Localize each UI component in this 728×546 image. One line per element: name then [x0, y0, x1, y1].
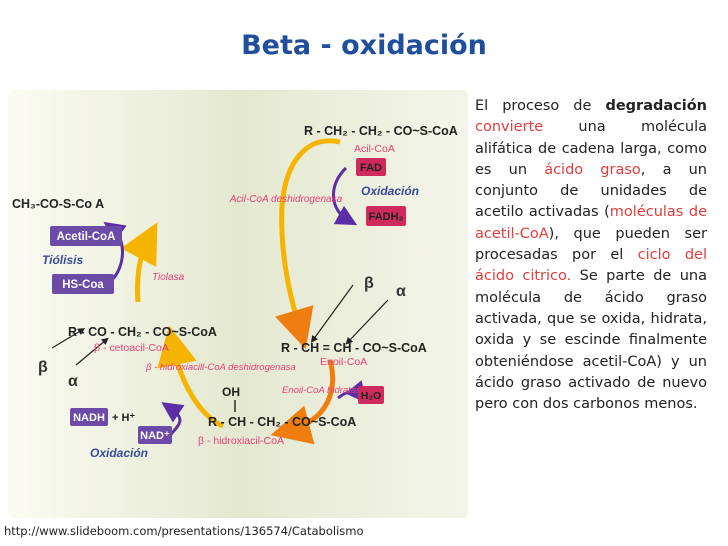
description-run: ácido graso [544, 161, 641, 178]
tiolasa-label: Tiolasa [152, 272, 185, 283]
hs-coa-text: HS-Coa [62, 279, 104, 291]
acyl-coa-label: Acil-CoA [354, 143, 395, 155]
description-run: degradación [605, 98, 707, 114]
description-run: ciclo del ácido citrico. [475, 247, 708, 285]
enoil-hidratasa-label: Enoil-CoA hidratasa [282, 385, 366, 396]
hydroxy-label: β - hidroxiacil-CoA [198, 435, 284, 447]
beta-pointer-left [51, 328, 86, 349]
enoyl-coa-label: Enoil-CoA [320, 356, 367, 368]
arc-fad [332, 166, 358, 226]
alpha-pointer-top [345, 299, 389, 345]
description-run: ), que pueden ser procesadas por el [475, 225, 707, 264]
arrow-dehydrogenation [275, 138, 341, 350]
description-run: una molécula alifática de cadena larga, … [475, 119, 707, 178]
beta-oxidation-diagram: R - CH₂ - CH₂ - CO~S-CoA Acil-CoA CH₃-CO… [8, 90, 468, 518]
fad-box [356, 158, 386, 176]
h2o-text: H₂O [361, 390, 381, 402]
fad-text: FAD [360, 162, 382, 174]
description-paragraph: El proceso de degradación convierte una … [475, 96, 707, 415]
source-url: http://www.slideboom.com/presentations/1… [4, 524, 364, 538]
diagram-background [8, 90, 468, 518]
description-run: El proceso de [475, 98, 606, 114]
h2o-box [358, 386, 384, 404]
slide-title: Beta - oxidación [241, 30, 487, 61]
oxidacion-top: Oxidación [361, 184, 419, 198]
ketoacyl-formula: R - CO - CH₂ - CO~S-CoA [68, 325, 217, 339]
acyl-dehydrogenase-label: Acil-CoA deshidrogenasa [229, 194, 343, 205]
hplus-text: + H⁺ [112, 412, 135, 424]
alpha-symbol-top: α [396, 283, 406, 300]
arrow-hydroxy-oxidation [157, 325, 225, 429]
alpha-symbol-left: α [68, 373, 78, 390]
tiolisis-label: Tiólisis [42, 253, 83, 267]
description-run: convierte [475, 119, 544, 136]
ketoacyl-label: β - cetoacil-CoA [94, 342, 169, 354]
oxidacion-bottom: Oxidación [90, 446, 148, 460]
nad-box [138, 426, 172, 444]
nadh-box [70, 408, 108, 426]
nadh-text: NADH [73, 412, 105, 424]
beta-symbol-left: β [38, 359, 48, 376]
acetyl-coa-formula: CH₃-CO-S-Co A [12, 197, 104, 211]
enoyl-coa-formula: R - CH = CH - CO~S-CoA [281, 341, 427, 355]
beta-symbol-top: β [364, 275, 374, 292]
acyl-coa-formula: R - CH₂ - CH₂ - CO~S-CoA [304, 124, 458, 138]
oh-label: OH [222, 385, 240, 399]
nad-text: NAD⁺ [140, 430, 170, 442]
hydroxy-formula: R - CH - CH₂ - CO~S-CoA [208, 415, 356, 429]
arrow-thiolysis [120, 222, 158, 303]
arrow-hydration [270, 359, 336, 445]
fadh2-box [366, 206, 406, 226]
description-run: , a un conjunto de unidades de acetilo a… [475, 161, 707, 221]
acetil-coa-box-text: Acetil-CoA [57, 231, 116, 243]
alpha-pointer-left [75, 337, 109, 366]
hs-coa-box [52, 274, 114, 294]
hydroxy-dehydrogenase-label: β - hidroxiacill-CoA deshidrogenasa [145, 362, 296, 373]
fadh2-text: FADH₂ [369, 211, 404, 223]
description-run: moléculas de acetil-CoA [475, 204, 708, 242]
beta-pointer-top [310, 284, 354, 343]
description-run: Se parte de una molécula de ácido graso … [475, 268, 707, 413]
acetil-coa-box [50, 226, 122, 246]
